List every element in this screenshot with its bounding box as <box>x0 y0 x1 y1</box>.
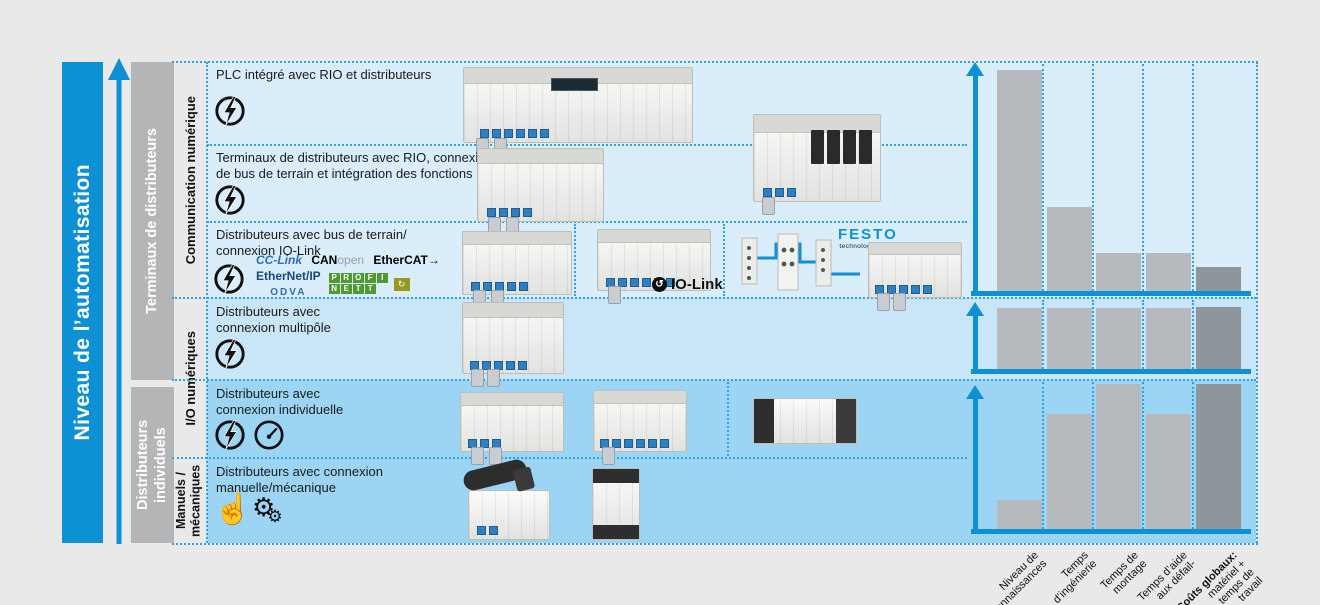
product-image-valve-manifold <box>593 390 687 465</box>
chart1-bar-4 <box>1146 253 1191 291</box>
dotted-cell-sep-row5 <box>727 382 729 456</box>
chart1-bar-3 <box>1096 253 1141 291</box>
ethercat-logo: EtherCAT→ <box>373 253 440 267</box>
ethernet-ip-logo: EtherNet/IP ODVA <box>256 269 321 298</box>
chart1-x-axis <box>971 291 1251 296</box>
chart1-col-sep <box>1142 64 1144 291</box>
dotted-border-left <box>206 62 208 543</box>
electric-actuation-icon <box>213 183 247 217</box>
level-digital-communication: Communication numérique <box>182 95 198 265</box>
electric-actuation-icon <box>213 418 247 452</box>
gears-icon: ⚙⚙ <box>252 492 283 526</box>
chart1-y-axis <box>973 76 978 293</box>
electric-actuation-icon <box>212 262 246 296</box>
chart3-col-sep <box>1142 382 1144 529</box>
product-image-lever-valve <box>461 457 550 540</box>
festo-logo: FESTO technology inside <box>838 226 898 250</box>
product-image-compact-terminal <box>753 114 881 215</box>
dotted-band-sep-a-b <box>172 297 1256 299</box>
row4-title-line2: connexion multipôle <box>216 320 331 336</box>
chart2-y-axis <box>973 315 978 371</box>
chart3-col-sep <box>1092 382 1094 529</box>
product-image-plain-valve <box>753 398 857 444</box>
chart2-bar-3 <box>1096 308 1141 369</box>
fieldbus-badge-logo: ↻ <box>393 277 410 291</box>
dotted-border-right <box>1256 62 1258 543</box>
group-valve-terminals: Terminaux de distributeurs <box>131 62 174 380</box>
product-image-fieldbus-terminal <box>462 231 572 308</box>
chart2-col-sep <box>1042 300 1044 369</box>
row1-title: PLC intégré avec RIO et distributeurs <box>216 67 432 82</box>
io-link-symbol-icon: ↺ <box>652 277 667 292</box>
level-manual-mechanical: Manuels / mécaniques <box>173 464 202 537</box>
diagram-title: Niveau de l’automatisation <box>70 164 94 441</box>
chart3-x-axis <box>971 529 1251 534</box>
manual-press-icon: ☝ <box>214 493 252 526</box>
electric-actuation-icon <box>213 94 247 128</box>
chart2-arrow-icon <box>966 302 984 316</box>
distribution-network-graphic <box>741 233 860 291</box>
group-individual-valves: Distributeurs individuels <box>131 387 174 543</box>
dotted-row-sep-1-2 <box>207 144 967 146</box>
product-image-rio-terminal <box>477 148 604 235</box>
row4-title-line1: Distributeurs avec <box>216 304 321 319</box>
dotted-border-top <box>172 61 1258 63</box>
pressure-gauge-icon <box>252 418 286 452</box>
io-link-logo: ↺ IO-Link <box>652 276 723 293</box>
chart1-bar-1 <box>997 70 1042 291</box>
chart3-bar-4 <box>1146 414 1191 529</box>
product-image-multipole-terminal <box>462 302 564 387</box>
chart2-col-sep <box>1192 300 1194 369</box>
diagram-title-bar: Niveau de l’automatisation <box>62 62 103 543</box>
canopen-logo: CANopen <box>311 253 365 267</box>
level-digital-io: I/O numériques <box>182 330 198 426</box>
dotted-row-sep-2-3 <box>207 221 967 223</box>
dotted-border-bottom <box>172 543 1258 545</box>
chart1-bar-2 <box>1047 207 1092 291</box>
dotted-cell-sep-row3-b <box>723 224 725 296</box>
chart2-col-sep <box>1092 300 1094 369</box>
chart2-bar-2 <box>1047 308 1092 369</box>
chart3-col-sep <box>1192 382 1194 529</box>
product-image-individual-valve <box>460 392 564 465</box>
automation-level-arrow-icon <box>108 58 130 544</box>
dotted-band-sep-b-c <box>172 379 1256 381</box>
chart1-col-sep <box>1192 64 1194 291</box>
dotted-row-sep-5-6 <box>172 457 967 459</box>
chart2-bar-1 <box>997 308 1042 369</box>
electric-actuation-icon <box>213 337 247 371</box>
chart1-col-sep <box>1092 64 1094 291</box>
chart1-col-sep <box>1042 64 1044 291</box>
group-valve-terminals-label: Terminaux de distributeurs <box>144 128 161 314</box>
row5-title-line1: Distributeurs avec <box>216 386 321 401</box>
row5-title-line2: connexion individuelle <box>216 402 344 418</box>
chart3-col-sep <box>1042 382 1044 529</box>
chart2-x-axis <box>971 369 1251 374</box>
chart3-bar-3 <box>1096 384 1141 529</box>
cc-link-logo: CC-Link <box>256 253 302 267</box>
chart3-y-axis <box>973 399 978 531</box>
chart2-col-sep <box>1142 300 1144 369</box>
row3-title-line1: Distributeurs avec bus de terrain/ <box>216 227 407 242</box>
row6-title-line2: manuelle/mécanique <box>216 480 336 496</box>
chart2-bar-5 <box>1196 307 1241 369</box>
chart3-bar-5 <box>1196 384 1241 529</box>
group-individual-valves-label: Distributeurs individuels <box>135 419 170 511</box>
product-image-plc-terminal <box>463 67 693 156</box>
chart1-bar-5 <box>1196 267 1241 291</box>
row2-title-line2: de bus de terrain et intégration des fon… <box>216 166 473 182</box>
chart3-bar-1 <box>997 500 1042 529</box>
chart1-arrow-icon <box>966 62 984 76</box>
product-image-network-terminal <box>868 242 962 311</box>
fieldbus-logos: CC-Link CANopen EtherCAT→ EtherNet/IP OD… <box>256 253 446 300</box>
product-image-mechanical-valve <box>592 468 640 540</box>
chart3-bar-2 <box>1047 414 1092 529</box>
row3-title-line2: connexion IO-Link <box>216 243 321 259</box>
row2-title-line1: Terminaux de distributeurs avec RIO, con… <box>216 150 493 165</box>
dotted-cell-sep-row3-a <box>574 224 576 296</box>
chart2-bar-4 <box>1146 308 1191 369</box>
chart3-arrow-icon <box>966 385 984 399</box>
row6-title-line1: Distributeurs avec connexion <box>216 464 383 479</box>
